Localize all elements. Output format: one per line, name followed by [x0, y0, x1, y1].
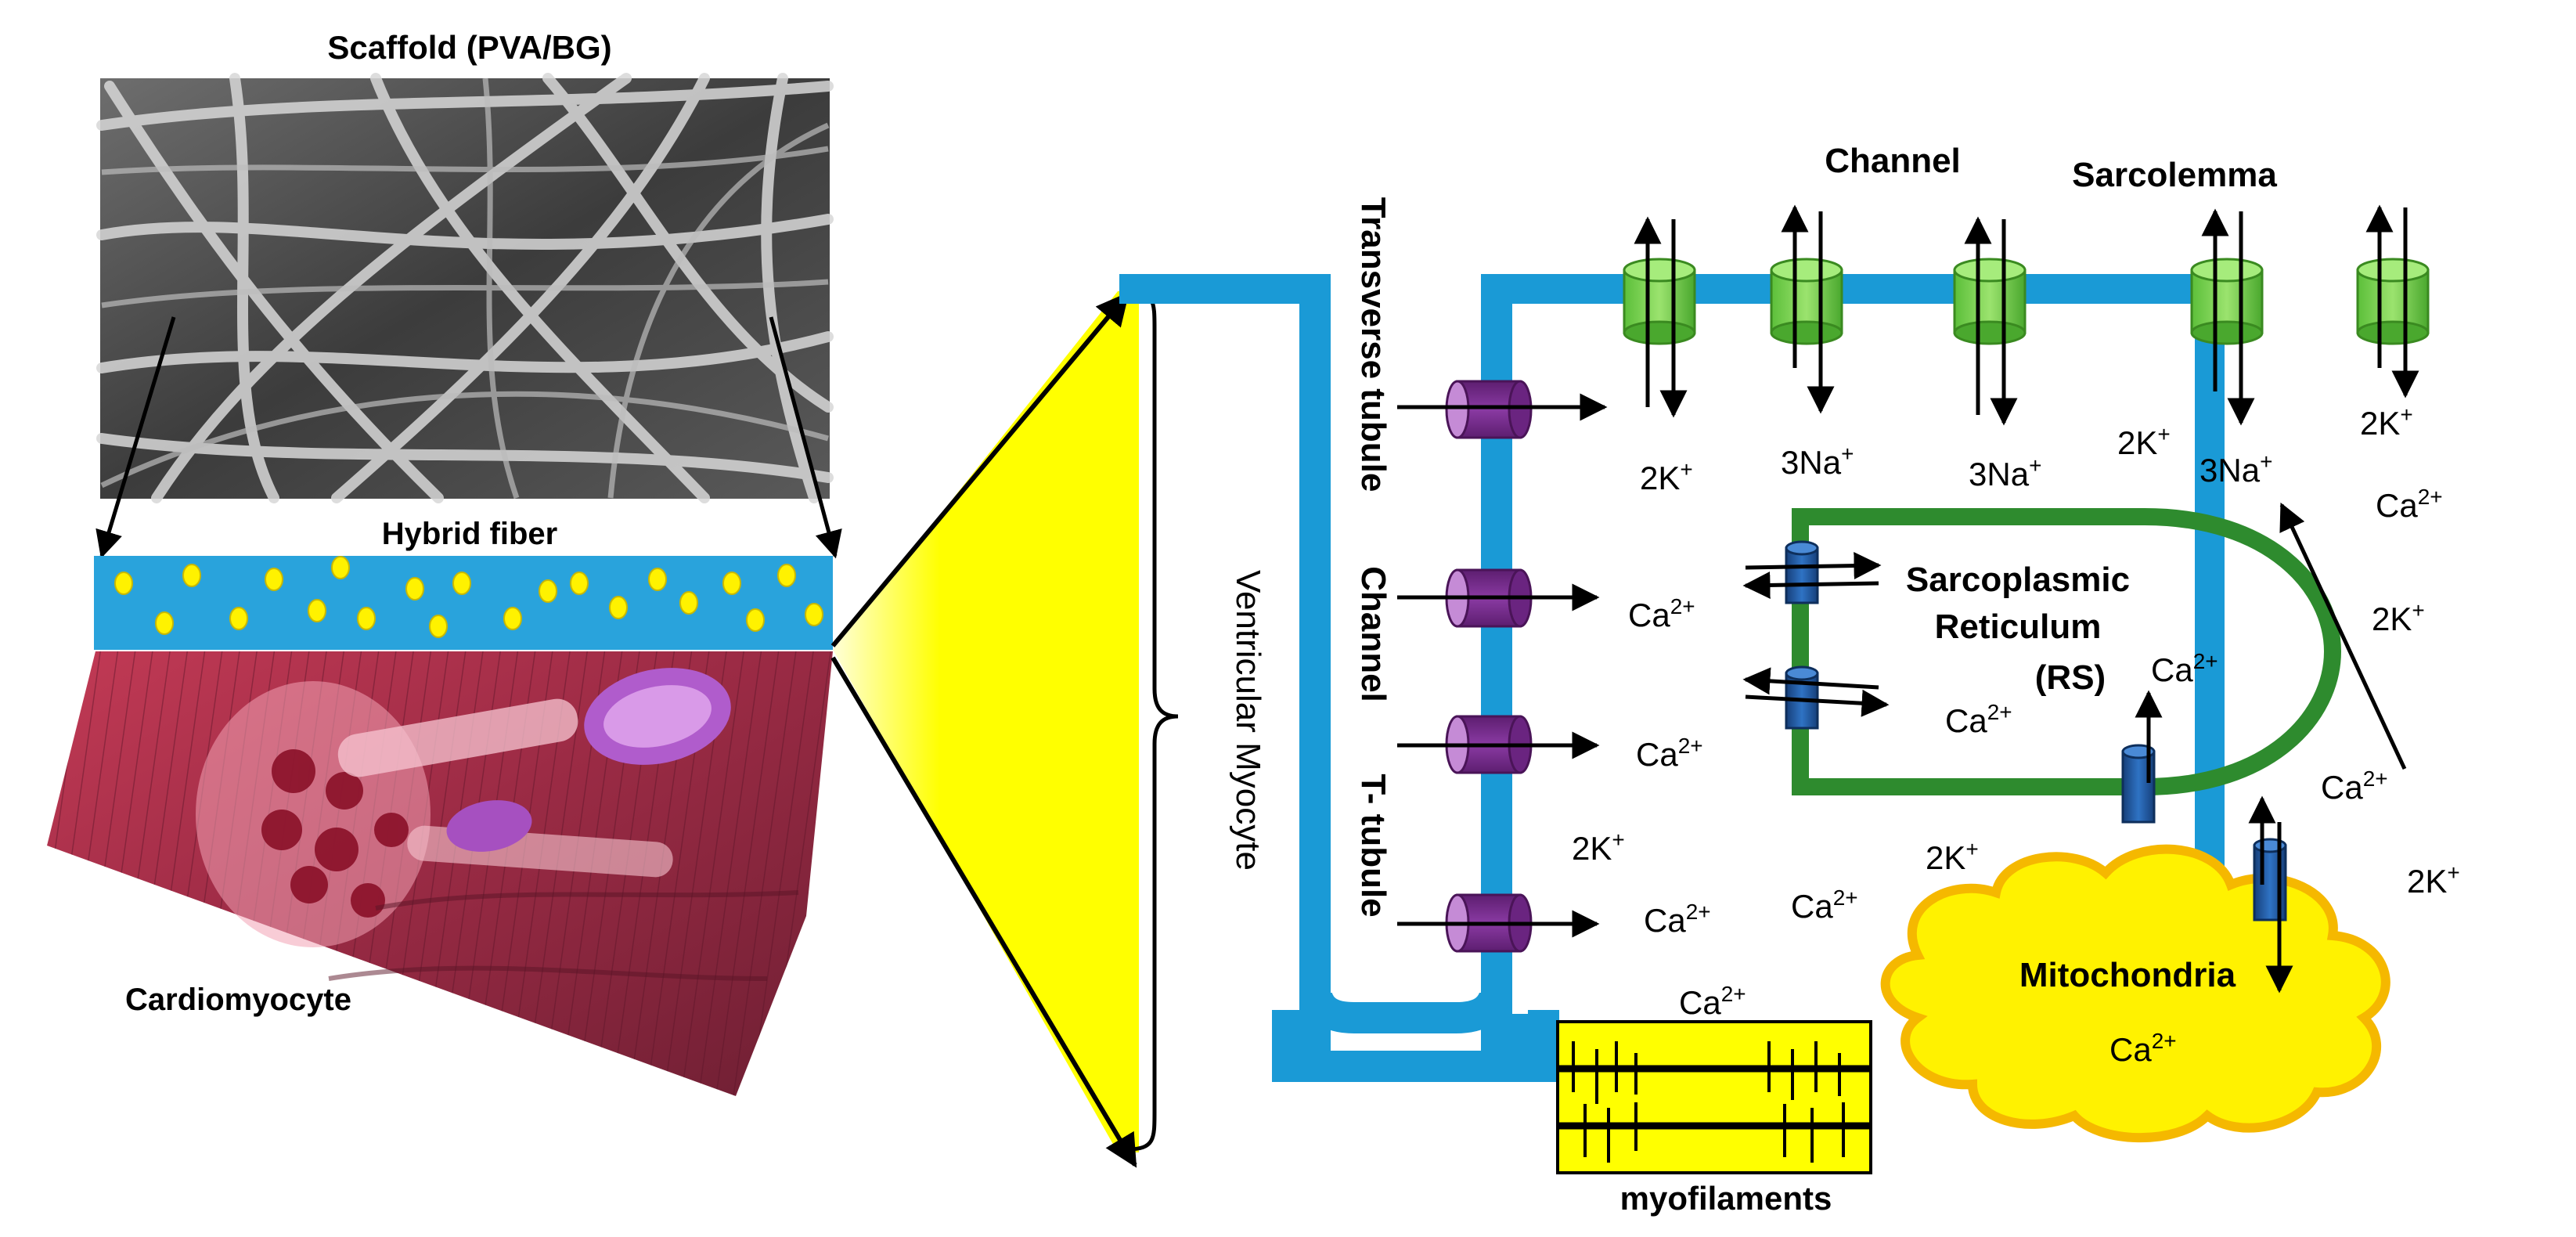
ion-ca-2: Ca2+ [1636, 734, 1703, 773]
purple-channel-4 [1397, 893, 1600, 953]
purple-channel-2 [1397, 568, 1600, 628]
zoom-beam [833, 291, 1139, 1152]
purple-channel-1 [1397, 380, 1608, 439]
mitochondria [1880, 844, 2390, 1143]
green-channel-4 [2190, 208, 2264, 426]
ion-ca-below-sr: Ca2+ [1791, 885, 1858, 925]
sr-channel-3 [2121, 690, 2163, 824]
sr-label-line3: (RS) [2035, 658, 2106, 697]
sarcolemma-label: Sarcolemma [2072, 156, 2277, 194]
sarcolemma-channels [1623, 204, 2430, 426]
arrow-scaffold-right [769, 316, 842, 559]
green-channel-1 [1623, 216, 1696, 418]
t-tubule-label: T- tubule [1354, 774, 1392, 917]
green-channel-3 [1953, 216, 2027, 426]
ion-ca-myofil: Ca2+ [1679, 982, 1746, 1021]
channel-side-label: Channel [1354, 566, 1392, 702]
scaffold-title: Scaffold (PVA/BG) [327, 29, 611, 66]
myofilaments-label: myofilaments [1620, 1180, 1832, 1217]
ion-na-3: 3Na+ [2200, 449, 2272, 489]
ion-ca-right-1: Ca2+ [2376, 485, 2443, 524]
t-tubule-channels [1397, 380, 1608, 953]
ion-k-3: 2K+ [2360, 402, 2413, 442]
ion-k-2: 2K+ [2117, 422, 2171, 461]
ion-k-mid: 2K+ [1572, 828, 1625, 867]
ion-k-far-right: 2K+ [2407, 860, 2460, 900]
channel-label: Channel [1825, 142, 1961, 180]
ion-ca-sr-channel: Ca2+ [2151, 649, 2218, 688]
ion-ca-1: Ca2+ [1628, 594, 1695, 633]
sr-channels [1742, 540, 2163, 824]
ion-na-1: 3Na+ [1781, 442, 1854, 481]
transverse-tubule-label: Transverse tubule [1354, 197, 1392, 492]
ion-ca-3: Ca2+ [1644, 900, 1711, 939]
sr-channel-1 [1742, 540, 1882, 604]
zoom-arrow-bottom [830, 656, 1137, 1168]
sr-label-line1: Sarcoplasmic [1906, 561, 2130, 599]
ventricular-myocyte-label: Ventricular Myocyte [1229, 570, 1267, 871]
ion-k-right: 2K+ [2372, 598, 2425, 637]
ion-k-below-sr: 2K+ [1926, 837, 1979, 876]
green-channel-2 [1770, 204, 1843, 414]
green-channel-5 [2356, 204, 2430, 399]
arrow-scaffold-left [95, 316, 176, 559]
myofilaments [1556, 1020, 1872, 1174]
mito-channel [2248, 795, 2293, 994]
zoom-arrow-top [830, 291, 1129, 647]
myocyte-brace [1126, 289, 1179, 1152]
sr-label-line2: Reticulum [1935, 608, 2102, 646]
cardiomyocyte-illustration [47, 651, 833, 1096]
mitochondria-label: Mitochondria [2019, 956, 2236, 994]
sarcoplasmic-reticulum [1792, 508, 2342, 795]
ion-ca-mito: Ca2+ [2109, 1029, 2177, 1068]
arrow-ca-to-na [2279, 502, 2407, 770]
cardiomyocyte-label: Cardiomyocyte [125, 983, 351, 1017]
scaffold-sem-image [96, 73, 834, 503]
purple-channel-3 [1397, 715, 1600, 774]
ion-labels: 2K+ 3Na+ 3Na+ 2K+ 3Na+ 2K+ Ca2+ 2K+ Ca2+… [1572, 402, 2460, 1068]
ion-ca-sr: Ca2+ [1945, 700, 2012, 739]
ion-na-2: 3Na+ [1969, 453, 2041, 492]
ion-ca-right-2: Ca2+ [2321, 766, 2388, 806]
hybrid-fiber-label: Hybrid fiber [382, 517, 557, 551]
sr-channel-2 [1742, 665, 1890, 730]
hybrid-fiber [94, 556, 833, 650]
ion-k-1: 2K+ [1640, 457, 1693, 496]
